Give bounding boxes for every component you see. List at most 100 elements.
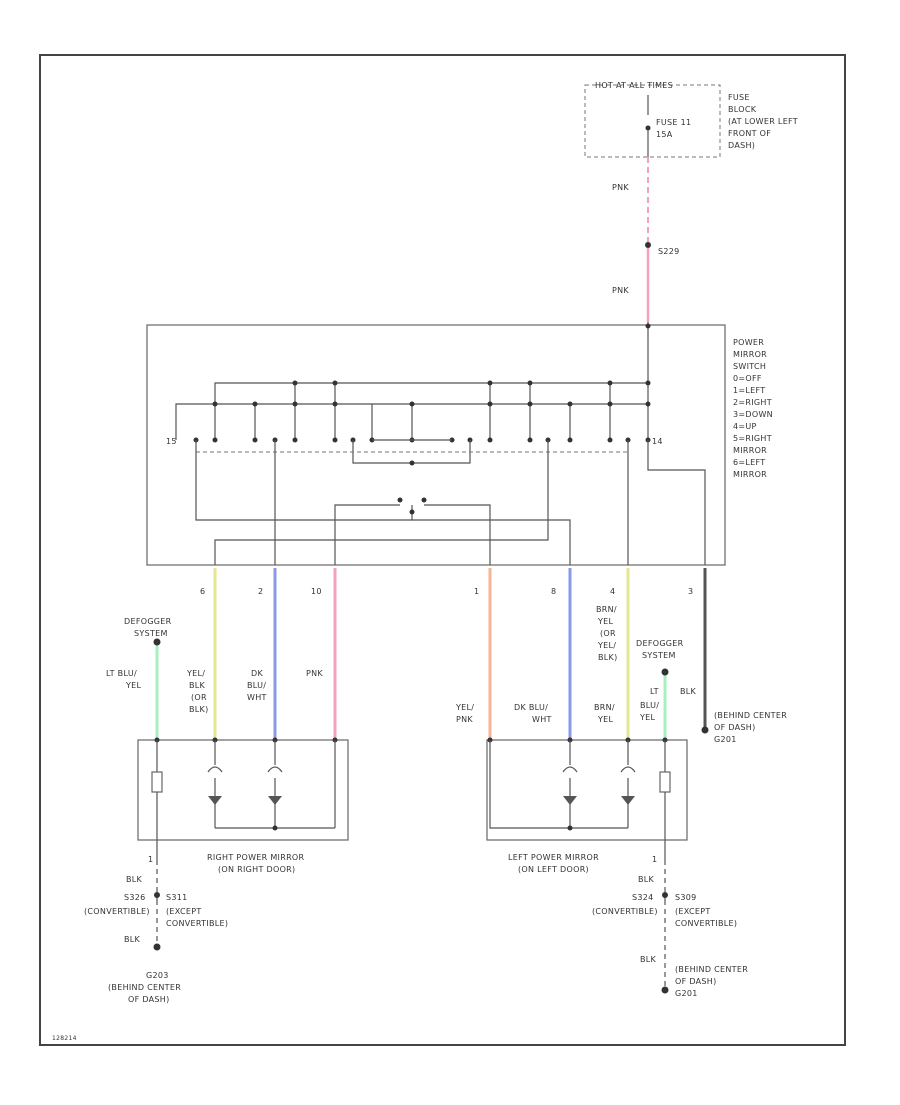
pin-3-label: 3	[688, 587, 693, 596]
left-w4-label-3: YEL	[639, 713, 656, 722]
right-defogger-element	[151, 771, 163, 793]
right-splice-s326: S326	[124, 893, 146, 902]
left-w1-label-1: YEL/	[455, 703, 474, 712]
splice-s229-dot	[645, 242, 651, 248]
left-mirror-label-2: (ON LEFT DOOR)	[518, 865, 589, 874]
right-w2-label-3: (OR	[191, 693, 207, 702]
power-mirror-switch-box	[146, 324, 726, 566]
g201-top-label-2: OF DASH)	[714, 723, 756, 732]
fuse-label-1: FUSE 11	[656, 118, 691, 127]
switch-label-3: SWITCH	[733, 362, 766, 371]
switch-pin-14: 14	[652, 437, 663, 446]
left-w4-label-2: BLU/	[640, 701, 659, 710]
switch-drops	[254, 383, 611, 440]
fuse-label-2: 15A	[656, 130, 673, 139]
pin-6-label: 6	[200, 587, 205, 596]
switch-label-4: 0=OFF	[733, 374, 762, 383]
switch-label-11: 6=LEFT	[733, 458, 765, 467]
left-w3-label-1: BRN/	[594, 703, 615, 712]
right-ground-pin: 1	[148, 855, 153, 864]
pin-1-label: 1	[474, 587, 479, 596]
wire-pnk-label-1: PNK	[612, 183, 629, 192]
left-ground-blk1: BLK	[638, 875, 655, 884]
left-ground-blk2: BLK	[640, 955, 657, 964]
switch-lower-bus-a	[214, 440, 549, 565]
left-top3-label-4: YEL/	[597, 641, 616, 650]
switch-label-6: 2=RIGHT	[733, 398, 772, 407]
left-ground-g-3: G201	[675, 989, 698, 998]
left-splice-s324-note: (CONVERTIBLE)	[592, 907, 658, 916]
wire-pnk-label-2: PNK	[612, 286, 629, 295]
switch-label-8: 4=UP	[733, 422, 757, 431]
right-ground-circuit: 1 BLK S326 (CONVERTIBLE) S311 (EXCEPT CO…	[84, 855, 228, 1004]
switch-label-7: 3=DOWN	[733, 410, 773, 419]
right-w1-label-1: LT BLU/	[106, 669, 137, 678]
switch-label: POWER MIRROR SWITCH 0=OFF 1=LEFT 2=RIGHT…	[733, 338, 773, 479]
left-ground-dot	[661, 986, 669, 994]
selector-contact-1	[397, 497, 403, 503]
switch-pin3-lead	[647, 440, 706, 565]
right-w1-label-2: YEL	[125, 681, 142, 690]
right-splice-s311: S311	[166, 893, 188, 902]
right-w3-label-3: WHT	[247, 693, 267, 702]
left-splice-s309-note-2: CONVERTIBLE)	[675, 919, 737, 928]
outer-frame	[39, 54, 846, 1046]
left-top3-label-2: YEL	[597, 617, 614, 626]
splice-s229-label: S229	[658, 247, 680, 256]
right-ground-g-1: G203	[146, 971, 169, 980]
left-blk-label: BLK	[680, 687, 697, 696]
g201-top-label-3: G201	[714, 735, 737, 744]
right-w3-label-2: BLU/	[247, 681, 266, 690]
left-w4-label-1: LT	[650, 687, 659, 696]
left-ground-g-2: OF DASH)	[675, 977, 717, 986]
selector-contact-2	[421, 497, 427, 503]
switch-pin-numbers: 6 2 10 1 8 4 3	[200, 587, 693, 596]
right-ground-g-2: (BEHIND CENTER	[108, 983, 181, 992]
right-splice-s326-note: (CONVERTIBLE)	[84, 907, 150, 916]
switch-label-12: MIRROR	[733, 470, 767, 479]
switch-label-10: MIRROR	[733, 446, 767, 455]
switch-middle-dot	[409, 460, 415, 466]
bus-top-1	[214, 382, 648, 440]
right-mirror-internals	[151, 737, 338, 860]
defogger-right-dot	[153, 638, 161, 646]
right-splice-dot	[154, 892, 160, 898]
right-motor-2-icon	[268, 796, 282, 805]
left-w2-label-2: WHT	[532, 715, 552, 724]
switch-contacts	[193, 437, 651, 443]
left-ground-g-1: (BEHIND CENTER	[675, 965, 748, 974]
fuse-block-label-5: DASH)	[728, 141, 755, 150]
switch-lower-mid-right	[424, 504, 491, 565]
right-mirror-label-1: RIGHT POWER MIRROR	[207, 853, 305, 862]
switch-internal-wiring: 15 14	[166, 322, 706, 565]
left-mirror-label-1: LEFT POWER MIRROR	[508, 853, 599, 862]
switch-pin-15: 15	[166, 437, 177, 446]
fuse-block-label-2: BLOCK	[728, 105, 757, 114]
left-w2-label-1: DK BLU/	[514, 703, 548, 712]
left-power-mirror-box	[486, 739, 688, 841]
fuse-block-label-4: FRONT OF	[728, 129, 771, 138]
left-ground-circuit: 1 BLK S324 (CONVERTIBLE) S309 (EXCEPT CO…	[592, 855, 748, 998]
switch-label-5: 1=LEFT	[733, 386, 765, 395]
defogger-right-label-1: DEFOGGER	[124, 617, 172, 626]
left-w1-label-2: PNK	[456, 715, 473, 724]
pin-10-label: 10	[311, 587, 322, 596]
left-splice-s309-note-1: (EXCEPT	[675, 907, 711, 916]
switch-label-1: POWER	[733, 338, 764, 347]
left-splice-s309: S309	[675, 893, 697, 902]
defogger-left-label-2: SYSTEM	[642, 651, 676, 660]
defogger-right-label-2: SYSTEM	[134, 629, 168, 638]
right-ground-blk2: BLK	[124, 935, 141, 944]
left-top3-label-3: (OR	[600, 629, 616, 638]
right-power-mirror-box	[137, 739, 349, 841]
right-w4-label: PNK	[306, 669, 323, 678]
left-splice-s324: S324	[632, 893, 654, 902]
right-ground-blk1: BLK	[126, 875, 143, 884]
fuse-block-label-3: (AT LOWER LEFT	[728, 117, 798, 126]
pin-4-label: 4	[610, 587, 615, 596]
right-splice-s311-note-2: CONVERTIBLE)	[166, 919, 228, 928]
switch-label-9: 5=RIGHT	[733, 434, 772, 443]
left-w3-label-2: YEL	[597, 715, 614, 724]
